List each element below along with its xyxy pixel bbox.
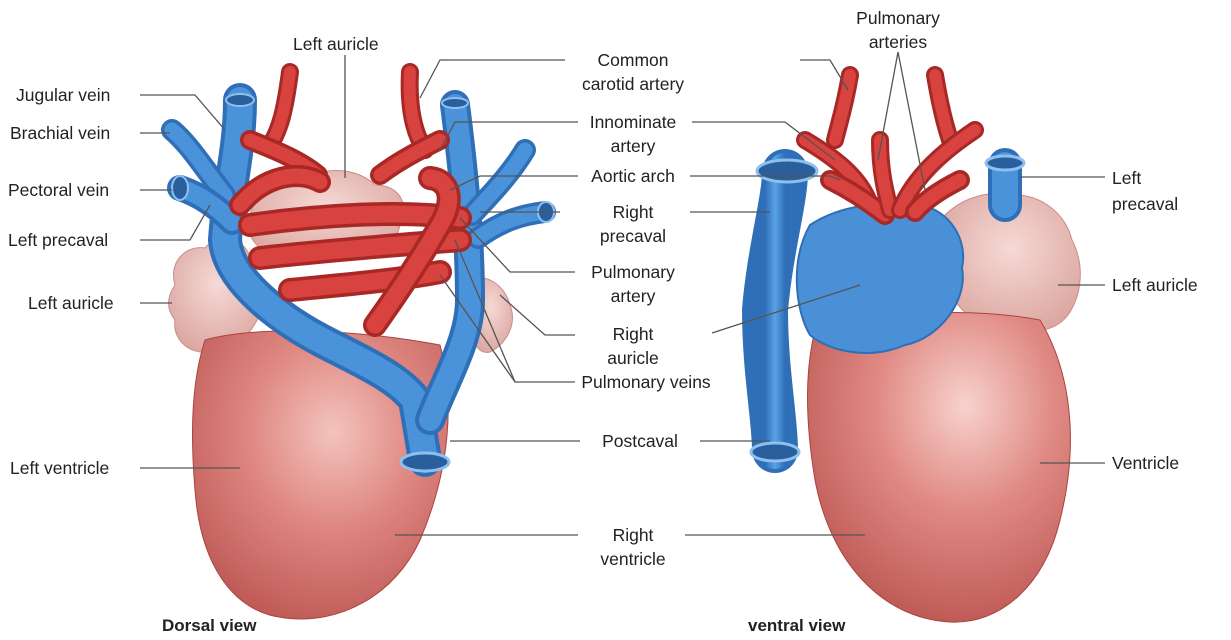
left-precaval-opening-ventral bbox=[986, 156, 1024, 170]
label-postcaval: Postcaval bbox=[602, 431, 678, 451]
label-left-auricle-ventral: Left auricle bbox=[1112, 275, 1198, 295]
caption-dorsal-view: Dorsal view bbox=[162, 616, 257, 635]
label-pulmonary-arteries-1: Pulmonary bbox=[856, 8, 940, 28]
label-left-precaval-right-1: Left bbox=[1112, 168, 1141, 188]
label-aortic-arch: Aortic arch bbox=[591, 166, 675, 186]
label-brachial-vein: Brachial vein bbox=[10, 123, 110, 143]
ventricle-shape bbox=[808, 313, 1071, 623]
label-pulmonary-artery-1: Pulmonary bbox=[591, 262, 675, 282]
label-pulmonary-arteries-2: arteries bbox=[869, 32, 928, 52]
label-innominate-1: Innominate bbox=[590, 112, 677, 132]
precaval-opening-ventral bbox=[757, 160, 817, 182]
ventral-heart bbox=[751, 75, 1080, 622]
label-ventricle: Ventricle bbox=[1112, 453, 1179, 473]
label-right-auricle-2: auricle bbox=[607, 348, 659, 368]
label-pectoral-vein: Pectoral vein bbox=[8, 180, 109, 200]
label-right-ventricle-1: Right bbox=[613, 525, 654, 545]
label-common-carotid-1: Common bbox=[598, 50, 669, 70]
label-left-precaval: Left precaval bbox=[8, 230, 108, 250]
label-left-auricle-top: Left auricle bbox=[293, 34, 379, 54]
label-left-ventricle: Left ventricle bbox=[10, 458, 109, 478]
label-right-precaval-1: Right bbox=[613, 202, 654, 222]
label-pulmonary-artery-2: artery bbox=[611, 286, 656, 306]
label-left-auricle-dorsal: Left auricle bbox=[28, 293, 114, 313]
label-pulmonary-veins: Pulmonary veins bbox=[581, 372, 711, 392]
postcaval-opening-dorsal bbox=[401, 453, 449, 471]
caption-ventral-view: ventral view bbox=[748, 616, 846, 635]
dorsal-heart bbox=[169, 72, 554, 619]
label-right-auricle-1: Right bbox=[613, 324, 654, 344]
label-innominate-2: artery bbox=[611, 136, 656, 156]
label-left-precaval-right-2: precaval bbox=[1112, 194, 1178, 214]
label-right-ventricle-2: ventricle bbox=[600, 549, 665, 569]
postcaval-opening-ventral bbox=[751, 443, 799, 461]
label-common-carotid-2: carotid artery bbox=[582, 74, 684, 94]
label-jugular-vein: Jugular vein bbox=[16, 85, 110, 105]
label-right-precaval-2: precaval bbox=[600, 226, 666, 246]
